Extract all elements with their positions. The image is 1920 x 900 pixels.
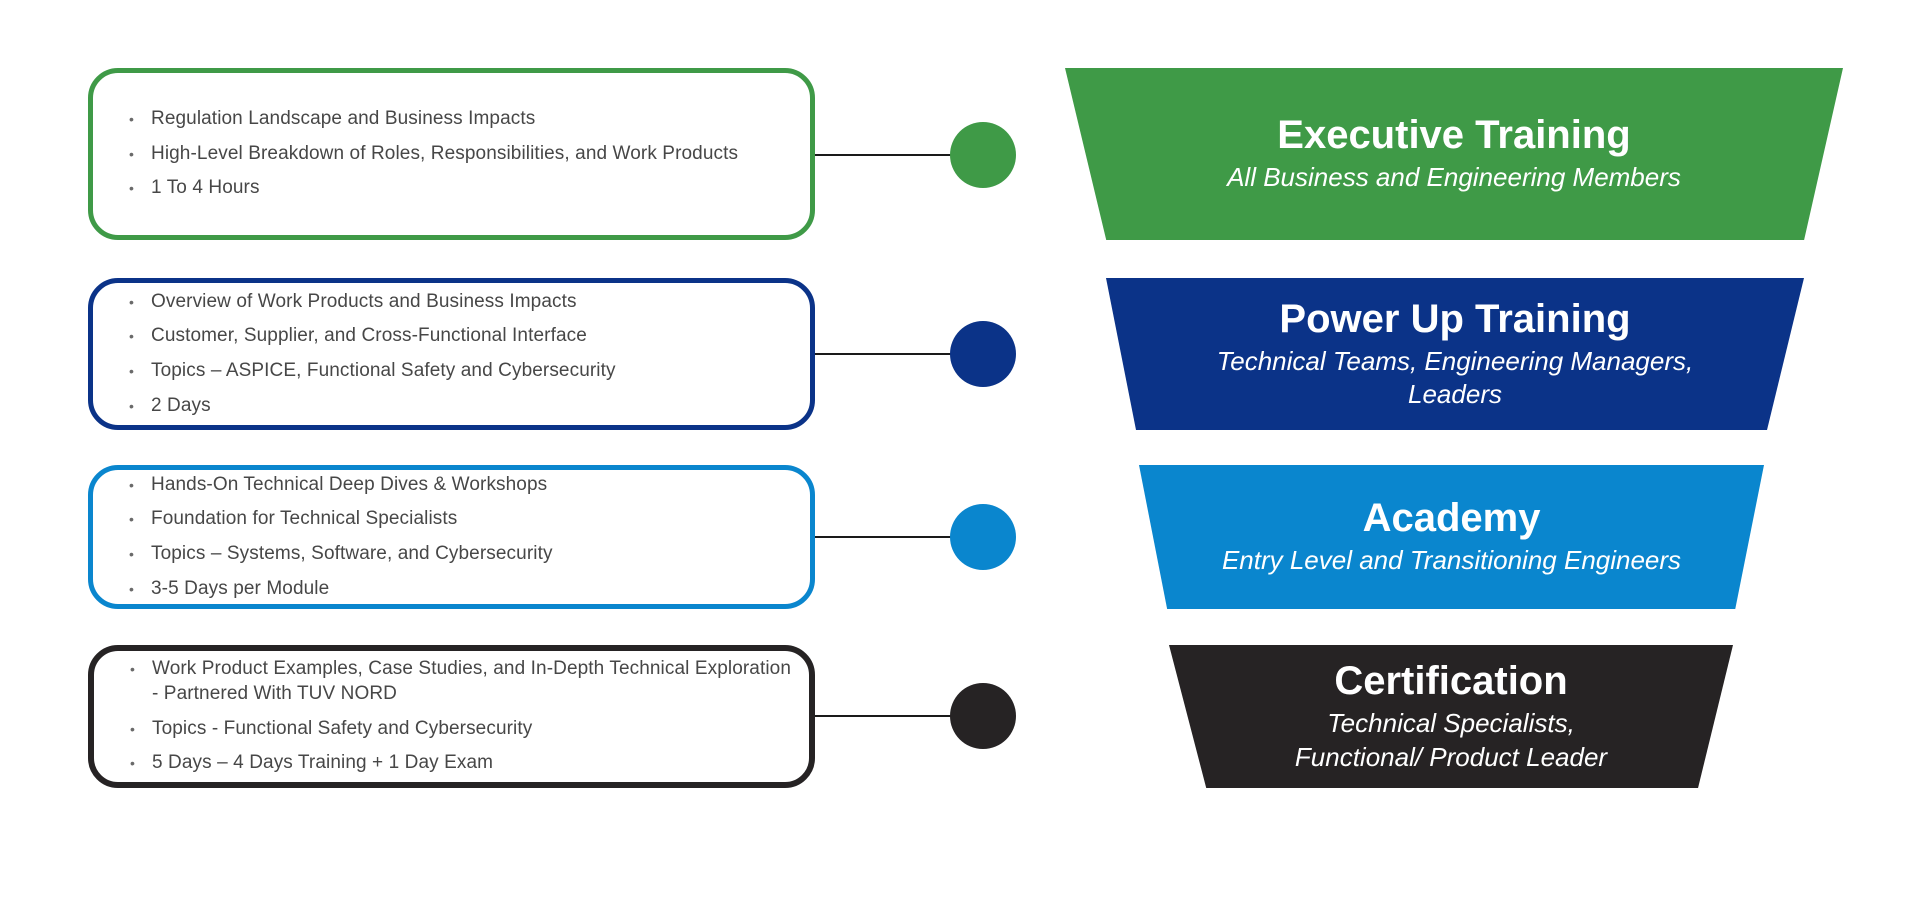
bullet-dot-icon: • <box>129 145 135 162</box>
bullet-list: • Overview of Work Products and Business… <box>93 285 810 424</box>
bullet-text: 2 Days <box>151 394 211 416</box>
bullet-item: • 3-5 Days per Module <box>129 577 796 602</box>
detail-box: • Regulation Landscape and Business Impa… <box>88 68 815 240</box>
detail-box: • Hands-On Technical Deep Dives & Worksh… <box>88 465 815 609</box>
bullet-item: • Customer, Supplier, and Cross-Function… <box>129 324 796 349</box>
bullet-text: Topics - Functional Safety and Cybersecu… <box>152 717 533 739</box>
bullet-item: • 2 Days <box>129 394 796 419</box>
funnel-segment-power-up-training: Power Up Training Technical Teams, Engin… <box>1106 278 1804 430</box>
bullet-dot-icon: • <box>129 476 135 493</box>
funnel-title: Executive Training <box>1277 113 1631 158</box>
bullet-dot-icon: • <box>129 293 135 310</box>
bullet-dot-icon: • <box>129 328 135 345</box>
bullet-text: Topics – Systems, Software, and Cybersec… <box>151 543 553 564</box>
funnel-subtitle: Technical Teams, Engineering Managers, L… <box>1216 345 1694 409</box>
funnel-subtitle: Entry Level and Transitioning Engineers <box>1221 545 1682 576</box>
funnel-segment-academy: Academy Entry Level and Transitioning En… <box>1139 465 1764 609</box>
bullet-item: • Foundation for Technical Specialists <box>129 507 796 532</box>
funnel-title: Power Up Training <box>1279 296 1631 341</box>
bullet-list: • Hands-On Technical Deep Dives & Worksh… <box>93 468 810 607</box>
connector-line <box>815 536 957 538</box>
bullet-text: Hands-On Technical Deep Dives & Workshop… <box>151 473 548 495</box>
funnel-title: Certification <box>1334 659 1568 704</box>
bullet-text: Overview of Work Products and Business I… <box>151 290 577 312</box>
connector-line <box>815 715 957 717</box>
funnel-segment-certification: Certification Technical Specialists, Fun… <box>1169 645 1733 788</box>
connector-line <box>815 353 957 355</box>
bullet-dot-icon: • <box>129 546 135 562</box>
detail-box: • Overview of Work Products and Business… <box>88 278 815 430</box>
bullet-item: • Overview of Work Products and Business… <box>129 290 796 315</box>
funnel-subtitle: Technical Specialists, Functional/ Produ… <box>1294 708 1608 772</box>
bullet-text: 1 To 4 Hours <box>151 177 260 199</box>
bullet-dot-icon: • <box>130 755 136 772</box>
funnel-subtitle: All Business and Engineering Members <box>1227 162 1681 193</box>
funnel-segment-executive-training: Executive Training All Business and Engi… <box>1065 68 1843 240</box>
bullet-text: Customer, Supplier, and Cross-Functional… <box>151 325 587 347</box>
level-node-circle-icon <box>950 683 1016 749</box>
bullet-dot-icon: • <box>129 580 135 597</box>
bullet-text: 3-5 Days per Module <box>151 577 330 599</box>
bullet-list: • Work Product Examples, Case Studies, a… <box>94 652 809 781</box>
bullet-item: • 5 Days – 4 Days Training + 1 Day Exam <box>130 751 795 776</box>
level-node-circle-icon <box>950 122 1016 188</box>
connector-line <box>815 154 957 156</box>
bullet-item: • Work Product Examples, Case Studies, a… <box>130 657 795 706</box>
bullet-text: Work Product Examples, Case Studies, and… <box>152 658 791 704</box>
bullet-text: 5 Days – 4 Days Training + 1 Day Exam <box>152 752 494 774</box>
bullet-text: Foundation for Technical Specialists <box>151 508 458 530</box>
bullet-item: • High-Level Breakdown of Roles, Respons… <box>129 142 796 167</box>
bullet-item: • Topics - Functional Safety and Cyberse… <box>130 717 795 742</box>
bullet-text: Regulation Landscape and Business Impact… <box>151 107 536 129</box>
level-node-circle-icon <box>950 321 1016 387</box>
bullet-item: • Hands-On Technical Deep Dives & Worksh… <box>129 473 796 498</box>
bullet-dot-icon: • <box>130 661 136 678</box>
detail-box: • Work Product Examples, Case Studies, a… <box>88 645 815 788</box>
bullet-item: • 1 To 4 Hours <box>129 176 796 201</box>
bullet-item: • Topics – ASPICE, Functional Safety and… <box>129 359 796 384</box>
funnel-title: Academy <box>1362 496 1541 541</box>
bullet-text: High-Level Breakdown of Roles, Responsib… <box>151 142 739 164</box>
bullet-dot-icon: • <box>129 397 135 414</box>
bullet-item: • Topics – Systems, Software, and Cybers… <box>129 542 796 567</box>
bullet-dot-icon: • <box>129 363 135 379</box>
bullet-text: Topics – ASPICE, Functional Safety and C… <box>151 360 616 381</box>
bullet-dot-icon: • <box>129 511 135 528</box>
bullet-list: • Regulation Landscape and Business Impa… <box>93 102 810 206</box>
bullet-dot-icon: • <box>129 180 135 197</box>
bullet-item: • Regulation Landscape and Business Impa… <box>129 107 796 132</box>
bullet-dot-icon: • <box>129 110 135 127</box>
bullet-dot-icon: • <box>130 720 136 737</box>
level-node-circle-icon <box>950 504 1016 570</box>
